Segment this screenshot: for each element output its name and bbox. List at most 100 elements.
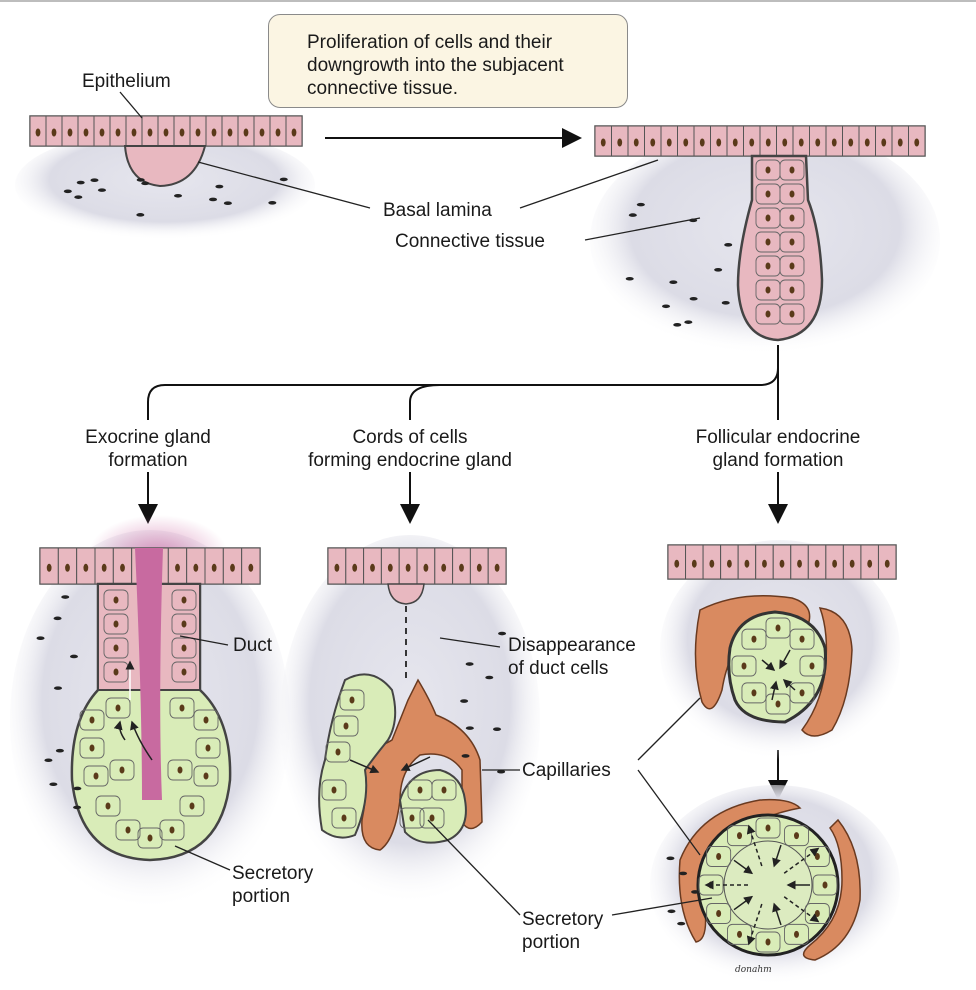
secretion-arrow-cord-1 — [349, 759, 380, 774]
epithelial-cells-5 — [667, 544, 897, 580]
fibroblast-nucleus — [689, 296, 698, 301]
fibroblast-nucleus — [49, 782, 58, 787]
cell-nucleus — [832, 559, 838, 568]
fibroblast-nucleus — [174, 193, 183, 198]
cell-nucleus — [181, 620, 187, 628]
epithelial-cells-4 — [327, 547, 507, 585]
cell-nucleus — [683, 138, 689, 147]
gland-cell — [727, 825, 752, 847]
cell-nucleus — [387, 563, 393, 572]
cell-nucleus — [459, 563, 464, 572]
cell-nucleus — [341, 814, 347, 822]
cell-nucleus — [352, 563, 358, 572]
cell-nucleus — [779, 559, 785, 568]
cell-nucleus — [797, 559, 802, 568]
label-follicular-line-2: gland formation — [712, 450, 844, 471]
fibroblast-nucleus — [662, 304, 671, 309]
cell-nucleus — [105, 802, 111, 810]
label-secretory-mid-line-2: portion — [522, 932, 581, 953]
cell-nucleus — [765, 214, 771, 222]
fibroblast-nucleus — [684, 320, 693, 324]
branch-connectors — [138, 345, 788, 800]
cell-nucleus — [179, 128, 185, 137]
gland-cell — [137, 827, 163, 849]
cell-nucleus — [789, 214, 795, 222]
gland-cell — [799, 655, 825, 677]
cell-nucleus — [751, 635, 757, 643]
cell-nucleus — [674, 559, 680, 568]
gland-cell — [779, 231, 805, 253]
cell-nucleus — [181, 668, 187, 676]
cell-nucleus — [867, 559, 873, 568]
cell-nucleus — [35, 128, 41, 137]
fibroblast-nucleus — [679, 871, 688, 876]
cell-nucleus — [814, 910, 820, 917]
label-secretory-left: Secretory portion — [232, 862, 313, 908]
cell-nucleus — [83, 128, 89, 137]
cell-nucleus — [195, 128, 201, 137]
cell-nucleus — [617, 138, 623, 147]
gland-cell — [779, 207, 805, 229]
follicle-early-cells — [731, 617, 825, 715]
gland-cell — [325, 741, 351, 763]
cell-nucleus — [765, 310, 771, 318]
gland-cell — [812, 874, 838, 896]
cell-nucleus — [765, 938, 771, 946]
cell-nucleus — [809, 662, 815, 670]
fibroblast-nucleus — [497, 769, 506, 774]
cell-nucleus — [99, 128, 105, 137]
label-disappearance-line-1: Disappearance — [508, 635, 636, 656]
cell-nucleus — [789, 310, 795, 318]
cell-nucleus — [897, 138, 903, 147]
fibroblast-nucleus — [673, 323, 682, 327]
cell-nucleus — [737, 930, 742, 938]
cell-nucleus — [179, 704, 185, 712]
gland-cell — [765, 617, 791, 639]
capillary-follicle-2b — [802, 818, 861, 961]
fibroblast-nucleus — [53, 616, 62, 621]
gland-cell — [765, 693, 791, 715]
gland-cell — [193, 709, 219, 731]
cell-nucleus — [409, 814, 415, 822]
cell-nucleus — [163, 128, 169, 137]
gland-cell — [115, 819, 141, 841]
fibroblast-nucleus — [714, 267, 723, 272]
label-exocrine-line-2: formation — [108, 450, 188, 471]
process-callout-box: Proliferation of cells and their downgro… — [268, 14, 628, 108]
cell-nucleus — [666, 138, 672, 147]
gland-cell — [103, 637, 129, 659]
cell-nucleus — [343, 722, 349, 730]
gland-cell — [171, 661, 197, 683]
cell-nucleus — [46, 563, 52, 572]
cell-nucleus — [370, 563, 375, 572]
leader-lines — [119, 91, 713, 916]
label-basal-lamina: Basal lamina — [383, 200, 492, 221]
gland-cell — [321, 779, 347, 801]
gland-cells-exocrine — [79, 589, 221, 849]
cell-nucleus — [89, 716, 95, 724]
cell-nucleus — [331, 786, 337, 794]
fibroblast-nucleus — [636, 202, 645, 207]
fibroblast-nucleus — [69, 654, 78, 659]
gland-cell — [171, 637, 197, 659]
cell-nucleus — [494, 563, 500, 572]
fibroblast-nucleus — [677, 921, 686, 926]
fibroblast-nucleus — [666, 856, 675, 861]
cell-nucleus — [789, 286, 795, 294]
cell-nucleus — [113, 668, 119, 676]
label-secretory-mid: Secretory portion — [522, 908, 603, 954]
cell-nucleus — [113, 644, 119, 652]
gland-cell — [79, 709, 105, 731]
cell-nucleus — [691, 559, 697, 568]
cell-nucleus — [169, 826, 175, 834]
connective-tissue-nuclei-4 — [460, 631, 507, 774]
epithelial-cells-1 — [29, 115, 303, 147]
fibroblast-nucleus — [493, 727, 502, 731]
cell-nucleus — [789, 238, 795, 246]
fibroblast-nucleus — [209, 197, 218, 202]
label-follicular-formation: Follicular endocrine gland formation — [668, 426, 888, 472]
cell-nucleus — [782, 138, 788, 147]
gland-cell — [105, 697, 131, 719]
cell-nucleus — [429, 814, 435, 822]
fibroblast-nucleus — [625, 276, 634, 281]
